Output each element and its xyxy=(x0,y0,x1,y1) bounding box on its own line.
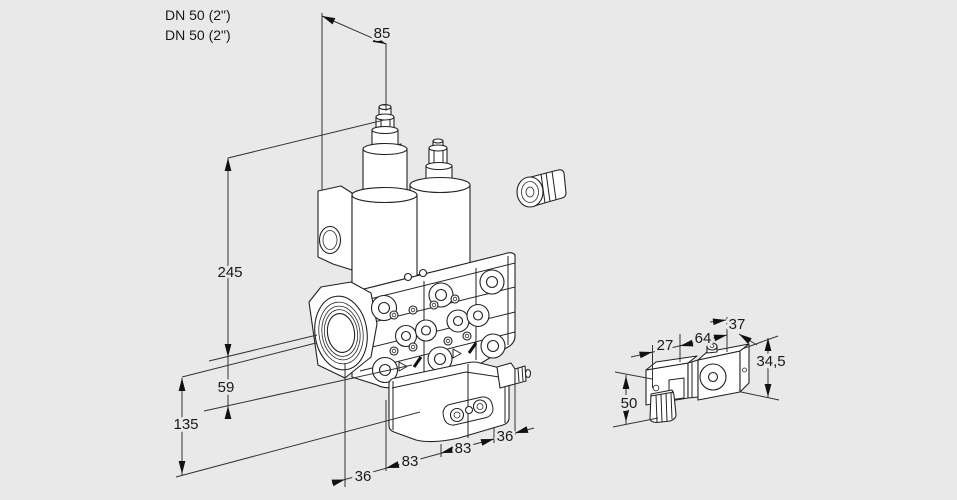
dimension-annotations: 85 245 59 135 xyxy=(162,4,789,488)
right-actuator-cylinder xyxy=(409,176,471,277)
dim-85: 85 xyxy=(320,12,393,190)
switch-body xyxy=(697,342,750,401)
dim-135: 135 xyxy=(170,342,421,478)
flow-direction-marks xyxy=(398,342,478,372)
dim-36-left-label: 36 xyxy=(355,468,372,485)
dim-245-59: 245 59 xyxy=(203,119,413,419)
dim-135-label: 135 xyxy=(173,416,198,433)
dim-85-label: 85 xyxy=(374,25,391,42)
right-actuator-stem xyxy=(425,138,453,191)
connection-size-labels: DN 50 (2") DN 50 (2") xyxy=(162,4,234,46)
dim-37: 37 xyxy=(709,313,758,346)
dim-27-64: 27 64 xyxy=(630,317,728,388)
dim-59-label: 59 xyxy=(218,379,235,396)
dim-36-right-label: 36 xyxy=(497,428,514,445)
dim-83-left-label: 83 xyxy=(402,453,419,470)
gland-nut xyxy=(649,389,677,424)
dim-27-label: 27 xyxy=(657,337,674,354)
dim-34-5-label: 34,5 xyxy=(756,353,785,370)
dim-37-label: 37 xyxy=(729,316,746,333)
left-actuator-cylinder xyxy=(351,186,418,294)
valve-assembly-drawing xyxy=(308,103,567,443)
dn-label-2: DN 50 (2") xyxy=(165,27,231,43)
dim-64-label: 64 xyxy=(695,330,712,347)
valve-seat-screws xyxy=(394,303,490,348)
dim-34-5: 34,5 xyxy=(740,335,789,401)
dim-245-label: 245 xyxy=(217,264,242,281)
cable-gland-part xyxy=(516,169,567,208)
test-nipple xyxy=(496,362,532,389)
adapter-ring xyxy=(687,359,699,399)
body-bolts xyxy=(370,269,506,384)
inlet-flange xyxy=(308,281,378,379)
detail-component-drawing xyxy=(645,342,750,424)
bottom-actuator-box xyxy=(388,361,510,443)
mounting-bracket xyxy=(317,185,353,271)
dim-bottom-chain: 36 83 83 36 xyxy=(331,363,535,488)
left-actuator-stem xyxy=(362,103,408,200)
dim-50: 50 xyxy=(612,371,659,428)
small-screws xyxy=(389,268,472,356)
dim-50-label: 50 xyxy=(621,395,638,412)
dn-label-1: DN 50 (2") xyxy=(165,7,231,23)
dim-83-right-label: 83 xyxy=(455,440,472,457)
